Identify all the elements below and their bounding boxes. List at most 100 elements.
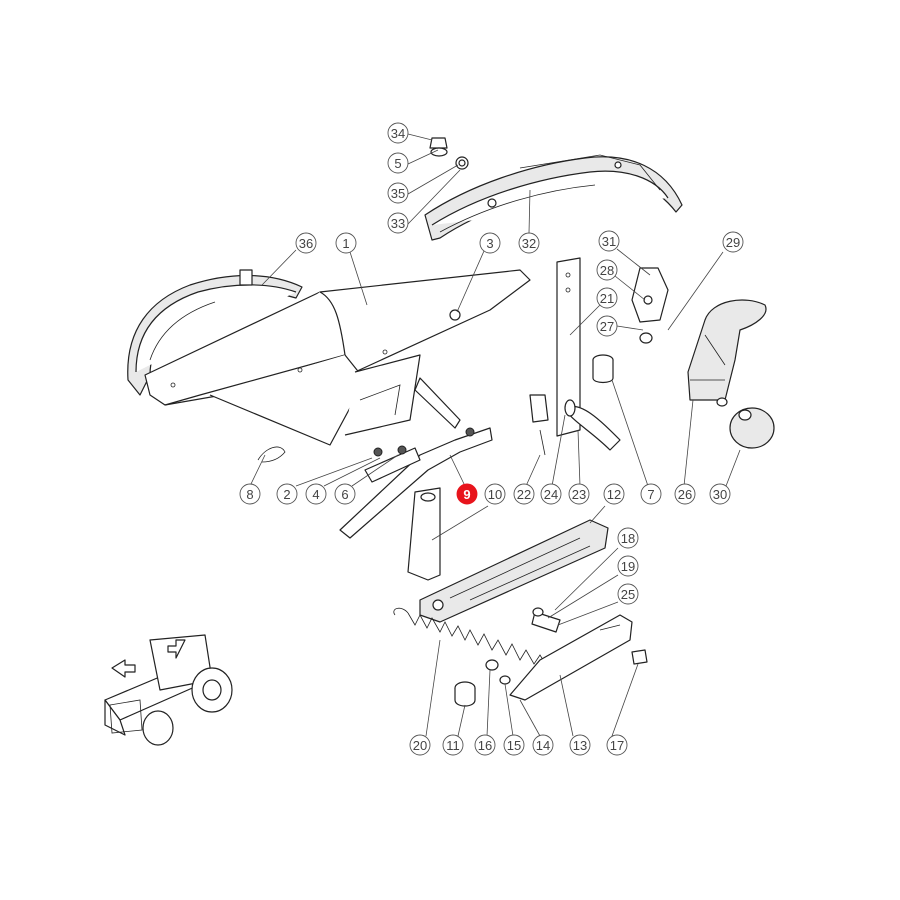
hardware-stack-part: [429, 137, 469, 170]
callout-circle: [442, 734, 464, 756]
callout-36[interactable]: 36: [295, 232, 317, 254]
callout-circle: [305, 483, 327, 505]
callout-number: 15: [507, 738, 521, 753]
callout-circle: [596, 259, 618, 281]
callout-number: 14: [536, 738, 550, 753]
bushing-part: [592, 354, 614, 384]
callout-circle: [617, 527, 639, 549]
callout-number: 4: [312, 487, 319, 502]
callout-13[interactable]: 13: [569, 734, 591, 756]
callout-22[interactable]: 22: [513, 483, 535, 505]
callout-25[interactable]: 25: [617, 583, 639, 605]
pin-handle-part: [539, 399, 621, 456]
bushing-group-part: [454, 659, 511, 707]
callout-number: 7: [647, 487, 654, 502]
callout-3[interactable]: 3: [479, 232, 501, 254]
callout-27[interactable]: 27: [596, 315, 618, 337]
callout-7[interactable]: 7: [640, 483, 662, 505]
callout-circle: [474, 734, 496, 756]
callout-number: 13: [573, 738, 587, 753]
callout-number: 33: [391, 216, 405, 231]
callout-circle: [640, 483, 662, 505]
callout-32[interactable]: 32: [518, 232, 540, 254]
callout-circle: [532, 734, 554, 756]
bracket-plate-part: [407, 487, 441, 581]
callout-10[interactable]: 10: [484, 483, 506, 505]
callout-number: 29: [726, 235, 740, 250]
callout-number: 18: [621, 531, 635, 546]
callout-circle: [409, 734, 431, 756]
lower-lever-part: [509, 614, 633, 701]
clip-pin-part: [257, 446, 286, 463]
callout-number: 21: [600, 291, 614, 306]
callout-circle: [722, 231, 744, 253]
callout-circle: [387, 152, 409, 174]
main-frame-part: [144, 269, 531, 446]
callout-number: 26: [678, 487, 692, 502]
callout-number: 6: [341, 487, 348, 502]
callout-19[interactable]: 19: [617, 555, 639, 577]
callout-circle: [387, 212, 409, 234]
callout-31[interactable]: 31: [598, 230, 620, 252]
callout-34[interactable]: 34: [387, 122, 409, 144]
tractor-icon: [104, 634, 233, 746]
callout-circle: [596, 315, 618, 337]
callout-20[interactable]: 20: [409, 734, 431, 756]
callout-circle: [617, 583, 639, 605]
fender-left-part: [127, 269, 303, 396]
callout-11[interactable]: 11: [442, 734, 464, 756]
callout-16[interactable]: 16: [474, 734, 496, 756]
callout-circle: [479, 232, 501, 254]
callout-6[interactable]: 6: [334, 483, 356, 505]
callout-35[interactable]: 35: [387, 182, 409, 204]
callout-17[interactable]: 17: [606, 734, 628, 756]
callout-2[interactable]: 2: [276, 483, 298, 505]
callout-number: 11: [446, 738, 460, 753]
callout-5[interactable]: 5: [387, 152, 409, 174]
callout-circle: [335, 232, 357, 254]
callout-33[interactable]: 33: [387, 212, 409, 234]
callout-number: 34: [391, 126, 405, 141]
callout-number: 35: [391, 186, 405, 201]
callout-9[interactable]: 9: [456, 483, 478, 505]
callout-circle: [484, 483, 506, 505]
callout-circle: [334, 483, 356, 505]
callout-circle: [596, 287, 618, 309]
callout-circle: [239, 483, 261, 505]
callout-28[interactable]: 28: [596, 259, 618, 281]
callout-circle: [606, 734, 628, 756]
callout-8[interactable]: 8: [239, 483, 261, 505]
callout-number: 8: [246, 487, 253, 502]
callout-circle: [513, 483, 535, 505]
callout-circle: [540, 483, 562, 505]
leader-lines: [249, 133, 741, 737]
callout-number: 1: [342, 236, 349, 251]
callout-circle: [568, 483, 590, 505]
callout-15[interactable]: 15: [503, 734, 525, 756]
callout-circle: [598, 230, 620, 252]
knob-part: [729, 407, 775, 449]
callout-14[interactable]: 14: [532, 734, 554, 756]
callout-circle: [295, 232, 317, 254]
bolt-group-part: [531, 607, 561, 633]
callout-1[interactable]: 1: [335, 232, 357, 254]
callout-circle: [387, 182, 409, 204]
callout-29[interactable]: 29: [722, 231, 744, 253]
callout-circle: [518, 232, 540, 254]
callout-number: 2: [283, 487, 290, 502]
fender-upper-part: [424, 154, 683, 241]
callout-4[interactable]: 4: [305, 483, 327, 505]
callout-30[interactable]: 30: [709, 483, 731, 505]
callout-number: 9: [463, 487, 470, 502]
callout-18[interactable]: 18: [617, 527, 639, 549]
callout-12[interactable]: 12: [603, 483, 625, 505]
callout-21[interactable]: 21: [596, 287, 618, 309]
callout-number: 19: [621, 559, 635, 574]
callout-number: 24: [544, 487, 558, 502]
callout-number: 32: [522, 236, 536, 251]
callout-23[interactable]: 23: [568, 483, 590, 505]
callout-24[interactable]: 24: [540, 483, 562, 505]
callout-number: 20: [413, 738, 427, 753]
callout-26[interactable]: 26: [674, 483, 696, 505]
callout-circle: [387, 122, 409, 144]
